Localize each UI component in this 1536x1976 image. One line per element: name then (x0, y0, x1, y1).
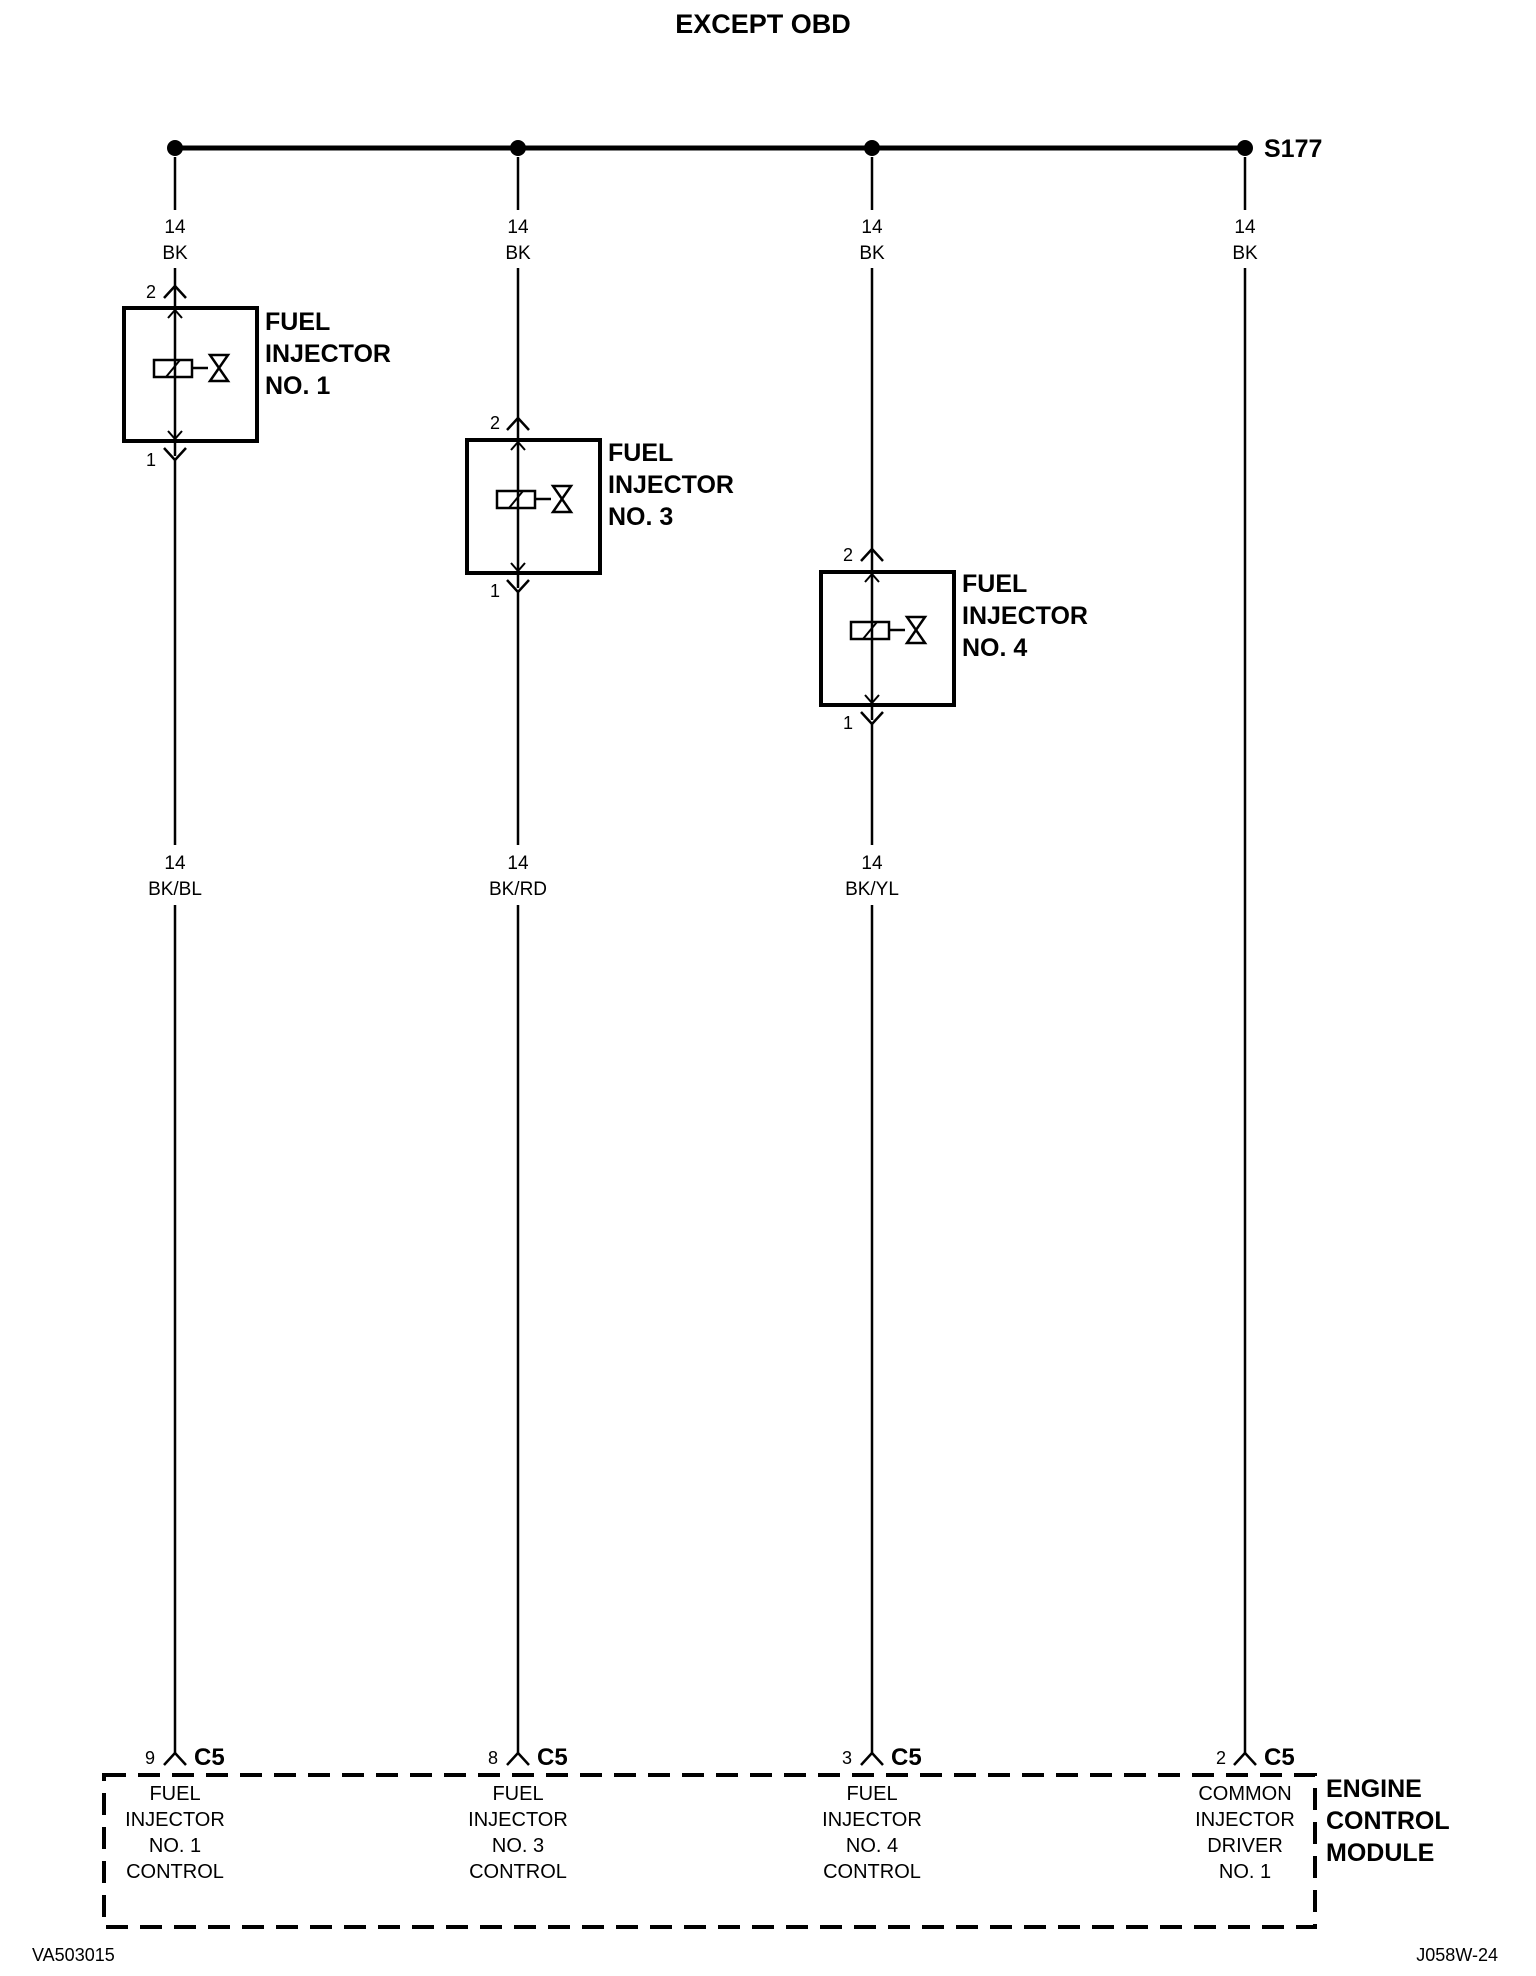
wire-color: BK (1232, 243, 1258, 264)
footer-right-code: J058W-24 (1416, 1945, 1498, 1965)
wire-color: BK (859, 243, 885, 264)
arrow-head (510, 562, 526, 573)
module-name-line: CONTROL (1326, 1807, 1450, 1835)
ecm-pin-label: INJECTOR (468, 1809, 568, 1831)
valve-icon (207, 353, 231, 383)
wire-gauge: 14 (861, 217, 883, 238)
pin-number: 3 (842, 1748, 852, 1768)
solenoid-slash (508, 490, 524, 509)
connector-symbol (860, 1751, 884, 1766)
connector-id: C5 (194, 1744, 225, 1771)
wire-gauge: 14 (164, 217, 186, 238)
injector-name-line: FUEL (608, 439, 673, 467)
ecm-pin-8: 8 C5 FUEL INJECTOR NO. 3 CONTROL (468, 1744, 568, 1883)
connector-symbol (860, 547, 884, 562)
pin-number: 2 (146, 282, 156, 302)
circuit-injector-1: 14 BK 2 1 FUEL INJECTOR NO. 1 14 BK/BL (122, 157, 391, 1755)
connector-symbol (163, 284, 187, 299)
injector-name-line: FUEL (962, 570, 1027, 598)
injector-name-line: NO. 4 (962, 634, 1027, 662)
wire-gauge: 14 (164, 853, 186, 874)
arrow-head (510, 440, 526, 451)
splice-dot-3 (864, 140, 880, 156)
ground-bus: S177 (167, 135, 1322, 163)
splice-dot-2 (510, 140, 526, 156)
splice-label: S177 (1264, 135, 1322, 163)
ecm-pin-label: CONTROL (126, 1861, 224, 1883)
ecm-pin-label: COMMON (1198, 1783, 1291, 1805)
circuit-injector-3: 14 BK 2 1 FUEL INJECTOR NO. 3 14 BK/RD (465, 157, 734, 1755)
injector-name-line: NO. 3 (608, 503, 673, 531)
pin-number: 9 (145, 1748, 155, 1768)
connector-symbol (506, 416, 530, 431)
ecm-pin-2: 2 C5 COMMON INJECTOR DRIVER NO. 1 (1195, 1744, 1295, 1883)
module-name-line: ENGINE (1326, 1775, 1422, 1803)
ecm-pin-3: 3 C5 FUEL INJECTOR NO. 4 CONTROL (822, 1744, 922, 1883)
ecm-pin-label: DRIVER (1207, 1835, 1283, 1857)
ecm-pin-label: INJECTOR (125, 1809, 225, 1831)
valve-icon (550, 484, 574, 514)
ecm-pin-label: FUEL (492, 1783, 543, 1805)
arrow-head (167, 430, 183, 441)
arrow-head (167, 308, 183, 319)
injector-box (819, 570, 956, 707)
wire-color: BK (505, 243, 531, 264)
wire-color: BK/BL (148, 879, 202, 900)
injector-name-line: INJECTOR (962, 602, 1088, 630)
pin-number: 8 (488, 1748, 498, 1768)
circuit-injector-4: 14 BK 2 1 FUEL INJECTOR NO. 4 14 BK/YL (819, 157, 1088, 1755)
circuit-common-driver: 14 BK (1232, 157, 1258, 1755)
ecm-pin-label: INJECTOR (1195, 1809, 1295, 1831)
footer-left-code: VA503015 (32, 1945, 115, 1965)
wire-gauge: 14 (861, 853, 883, 874)
connector-id: C5 (1264, 1744, 1295, 1771)
wire-color: BK/YL (845, 879, 899, 900)
pin-number: 1 (843, 713, 853, 733)
injector-name-line: INJECTOR (265, 340, 391, 368)
valve-icon (904, 615, 928, 645)
injector-box (122, 306, 259, 443)
ecm-pin-label: INJECTOR (822, 1809, 922, 1831)
ecm-pin-label: FUEL (846, 1783, 897, 1805)
connector-id: C5 (537, 1744, 568, 1771)
wire-gauge: 14 (507, 217, 529, 238)
solenoid-slash (862, 621, 878, 640)
ecm-pin-label: CONTROL (823, 1861, 921, 1883)
wire-color: BK (162, 243, 188, 264)
ecm-pin-label: CONTROL (469, 1861, 567, 1883)
injector-name-line: NO. 1 (265, 372, 330, 400)
ecm-pin-label: NO. 1 (149, 1835, 201, 1857)
splice-dot-1 (167, 140, 183, 156)
pin-number: 1 (146, 450, 156, 470)
diagram-title: EXCEPT OBD (675, 9, 851, 39)
connector-symbol (163, 1751, 187, 1766)
connector-symbol (1233, 1751, 1257, 1766)
ecm-pin-label: NO. 4 (846, 1835, 898, 1857)
ecm-pin-label: NO. 3 (492, 1835, 544, 1857)
injector-name-line: FUEL (265, 308, 330, 336)
arrow-head (864, 694, 880, 705)
pin-number: 2 (490, 413, 500, 433)
arrow-head (864, 572, 880, 583)
injector-name-line: INJECTOR (608, 471, 734, 499)
ecm-pin-9: 9 C5 FUEL INJECTOR NO. 1 CONTROL (125, 1744, 225, 1883)
splice-dot-s177 (1237, 140, 1253, 156)
ecm-boundary (102, 1773, 1317, 1929)
wire-gauge: 14 (1234, 217, 1256, 238)
connector-symbol (506, 1751, 530, 1766)
connector-id: C5 (891, 1744, 922, 1771)
wire-color: BK/RD (489, 879, 547, 900)
ecm-pin-label: FUEL (149, 1783, 200, 1805)
solenoid-slash (165, 359, 181, 378)
injector-box (465, 438, 602, 575)
pin-number: 2 (843, 545, 853, 565)
module-name-line: MODULE (1326, 1839, 1434, 1867)
ecm-pin-label: NO. 1 (1219, 1861, 1271, 1883)
wire-gauge: 14 (507, 853, 529, 874)
pin-number: 1 (490, 581, 500, 601)
pin-number: 2 (1216, 1748, 1226, 1768)
